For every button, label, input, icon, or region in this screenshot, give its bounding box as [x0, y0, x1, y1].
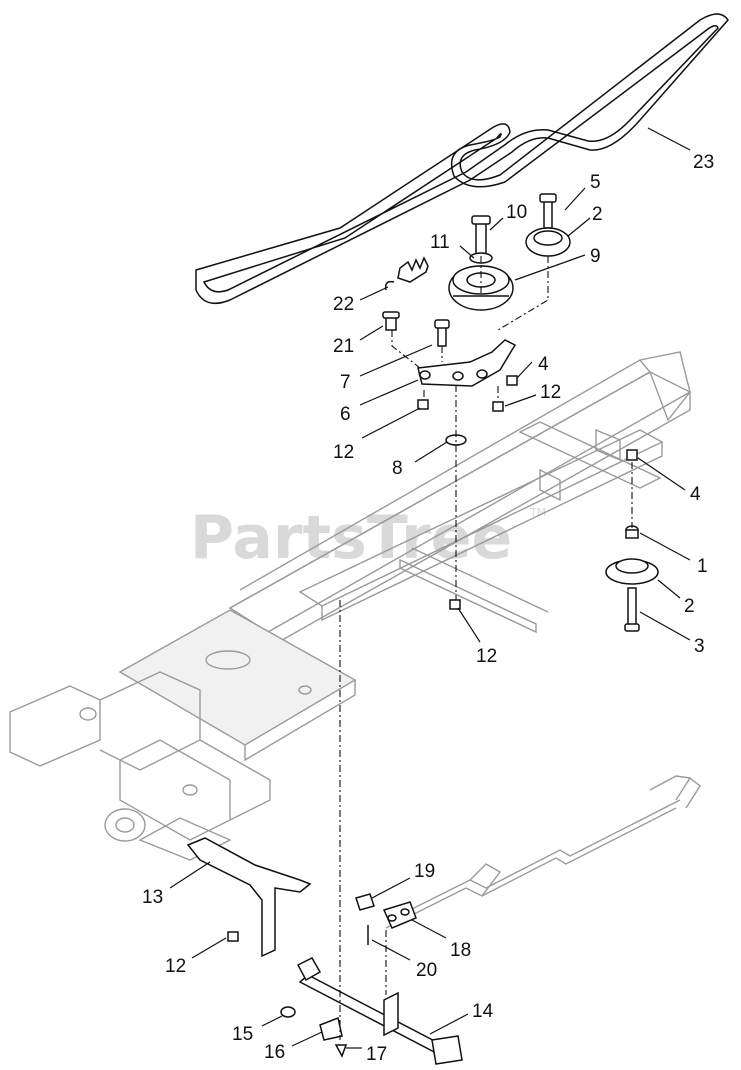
idler-pulley-assembly	[448, 193, 571, 311]
callouts: 23 5 10 2 11 9 22 21 4 7 12 6 12 8 4 1 2…	[142, 152, 714, 1065]
callout-6: 6	[340, 404, 351, 425]
callout-18: 18	[450, 940, 471, 961]
callout-12: 12	[333, 442, 354, 463]
bolt-7	[437, 325, 447, 347]
leader-lines	[169, 127, 691, 1049]
callout-13: 13	[142, 887, 163, 908]
callout-1: 1	[697, 556, 708, 577]
callout-4: 4	[690, 484, 701, 505]
callout-17: 17	[366, 1044, 387, 1065]
nut-12-arm	[492, 401, 504, 412]
callout-15: 15	[232, 1024, 253, 1045]
callout-19: 19	[414, 861, 435, 882]
clevis-18	[382, 901, 417, 929]
drive-belt	[195, 13, 729, 305]
nut-12-left	[417, 399, 429, 410]
callout-23: 23	[693, 152, 714, 173]
callout-22: 22	[333, 294, 354, 315]
watermark-text: PartsTree	[190, 503, 512, 573]
callout-14: 14	[472, 1001, 494, 1022]
screw-17	[334, 1044, 348, 1058]
idler-arm	[382, 256, 518, 446]
clip-16	[319, 1016, 343, 1041]
control-linkage	[186, 837, 463, 1065]
shaft-14	[298, 974, 450, 1056]
callout-12: 12	[540, 382, 561, 403]
callout-12: 12	[476, 646, 497, 667]
spring-22	[397, 256, 429, 283]
callout-8: 8	[392, 458, 403, 479]
callout-20: 20	[416, 960, 437, 981]
callout-16: 16	[264, 1042, 285, 1063]
bushing-15	[280, 1006, 296, 1018]
callout-10: 10	[506, 202, 527, 223]
nut-12-bracket	[227, 931, 239, 942]
bolt-3	[627, 587, 637, 627]
nut-4-right	[626, 449, 638, 461]
lower-pulley-stack	[449, 449, 659, 632]
callout-5: 5	[590, 172, 601, 193]
watermark: PartsTree TM	[190, 503, 546, 573]
alignment-lines	[339, 256, 633, 1040]
callout-2: 2	[684, 596, 695, 617]
pin-19	[355, 893, 375, 911]
callout-7: 7	[340, 372, 351, 393]
callout-9: 9	[590, 246, 601, 267]
arm-6	[417, 339, 517, 387]
frame-ghost	[9, 351, 701, 929]
bolt-5	[543, 199, 553, 229]
callout-2: 2	[592, 204, 603, 225]
bolt-10	[475, 221, 487, 255]
callout-3: 3	[694, 636, 705, 657]
nut-12-frame	[449, 599, 461, 610]
pedal-bracket-13	[186, 837, 312, 958]
nut-4-top	[506, 375, 518, 386]
callout-12: 12	[165, 956, 186, 977]
callout-21: 21	[333, 336, 354, 357]
watermark-tm: TM	[529, 506, 546, 519]
callout-4: 4	[538, 354, 549, 375]
callout-11: 11	[430, 232, 450, 253]
